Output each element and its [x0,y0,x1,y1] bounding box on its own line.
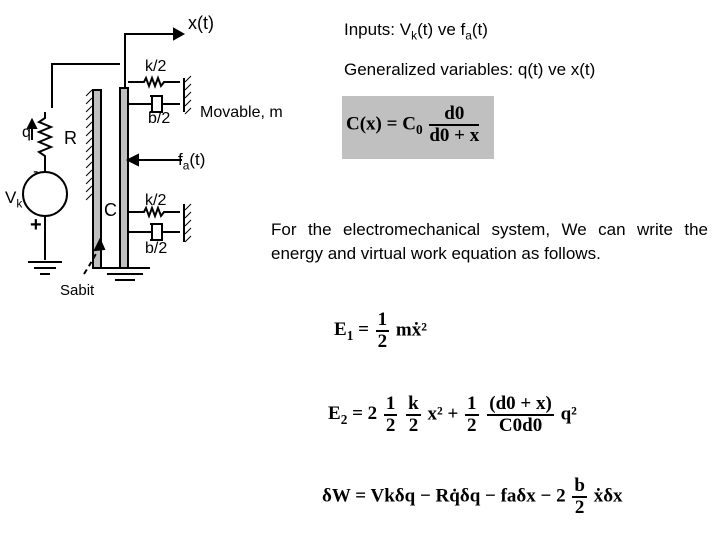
wall-bottom-hatch [184,203,192,243]
movable-plate [119,87,129,269]
x-arrow-line [124,33,183,92]
sabit-pointer [83,243,101,275]
top-wire [51,63,120,108]
x-label: x(t) [188,13,214,33]
voltage-source [22,171,68,217]
spring-top-label: k/2 [145,58,167,75]
resistor [36,112,54,162]
x-arrow-head [173,27,186,41]
plus-label: + [30,214,42,236]
resistor-label: R [64,128,77,148]
ground-right [100,267,150,281]
spring-bottom-label: k/2 [145,192,167,209]
damper-bottom [128,223,180,241]
force-label: fa(t) [178,150,206,173]
capacitor-label: C [104,200,117,220]
wall-top-hatch [184,75,192,115]
inputs-text: Inputs: Vk(t) ve fa(t) [344,20,488,43]
spring-top [128,75,180,89]
fixed-plate [92,89,102,269]
fixed-plate-hatch [85,89,93,201]
capacitance-formula-box [342,96,494,159]
spring-bottom [128,205,180,219]
q-label: q [22,124,31,141]
minus-label: - [33,163,39,180]
generalized-variables-text: Generalized variables: q(t) ve x(t) [344,60,596,79]
damper-top-label: b/2 [148,110,171,127]
fa-arrow-head [125,153,139,167]
voltage-label: Vk [5,188,23,211]
damper-top [128,95,180,113]
movable-label: Movable, m [200,104,283,121]
sabit-label: Sabit [60,282,95,299]
ground-left [28,261,62,275]
damper-bottom-label: b/2 [145,240,168,257]
description-paragraph: For the electromechanical system, We can… [271,220,708,263]
